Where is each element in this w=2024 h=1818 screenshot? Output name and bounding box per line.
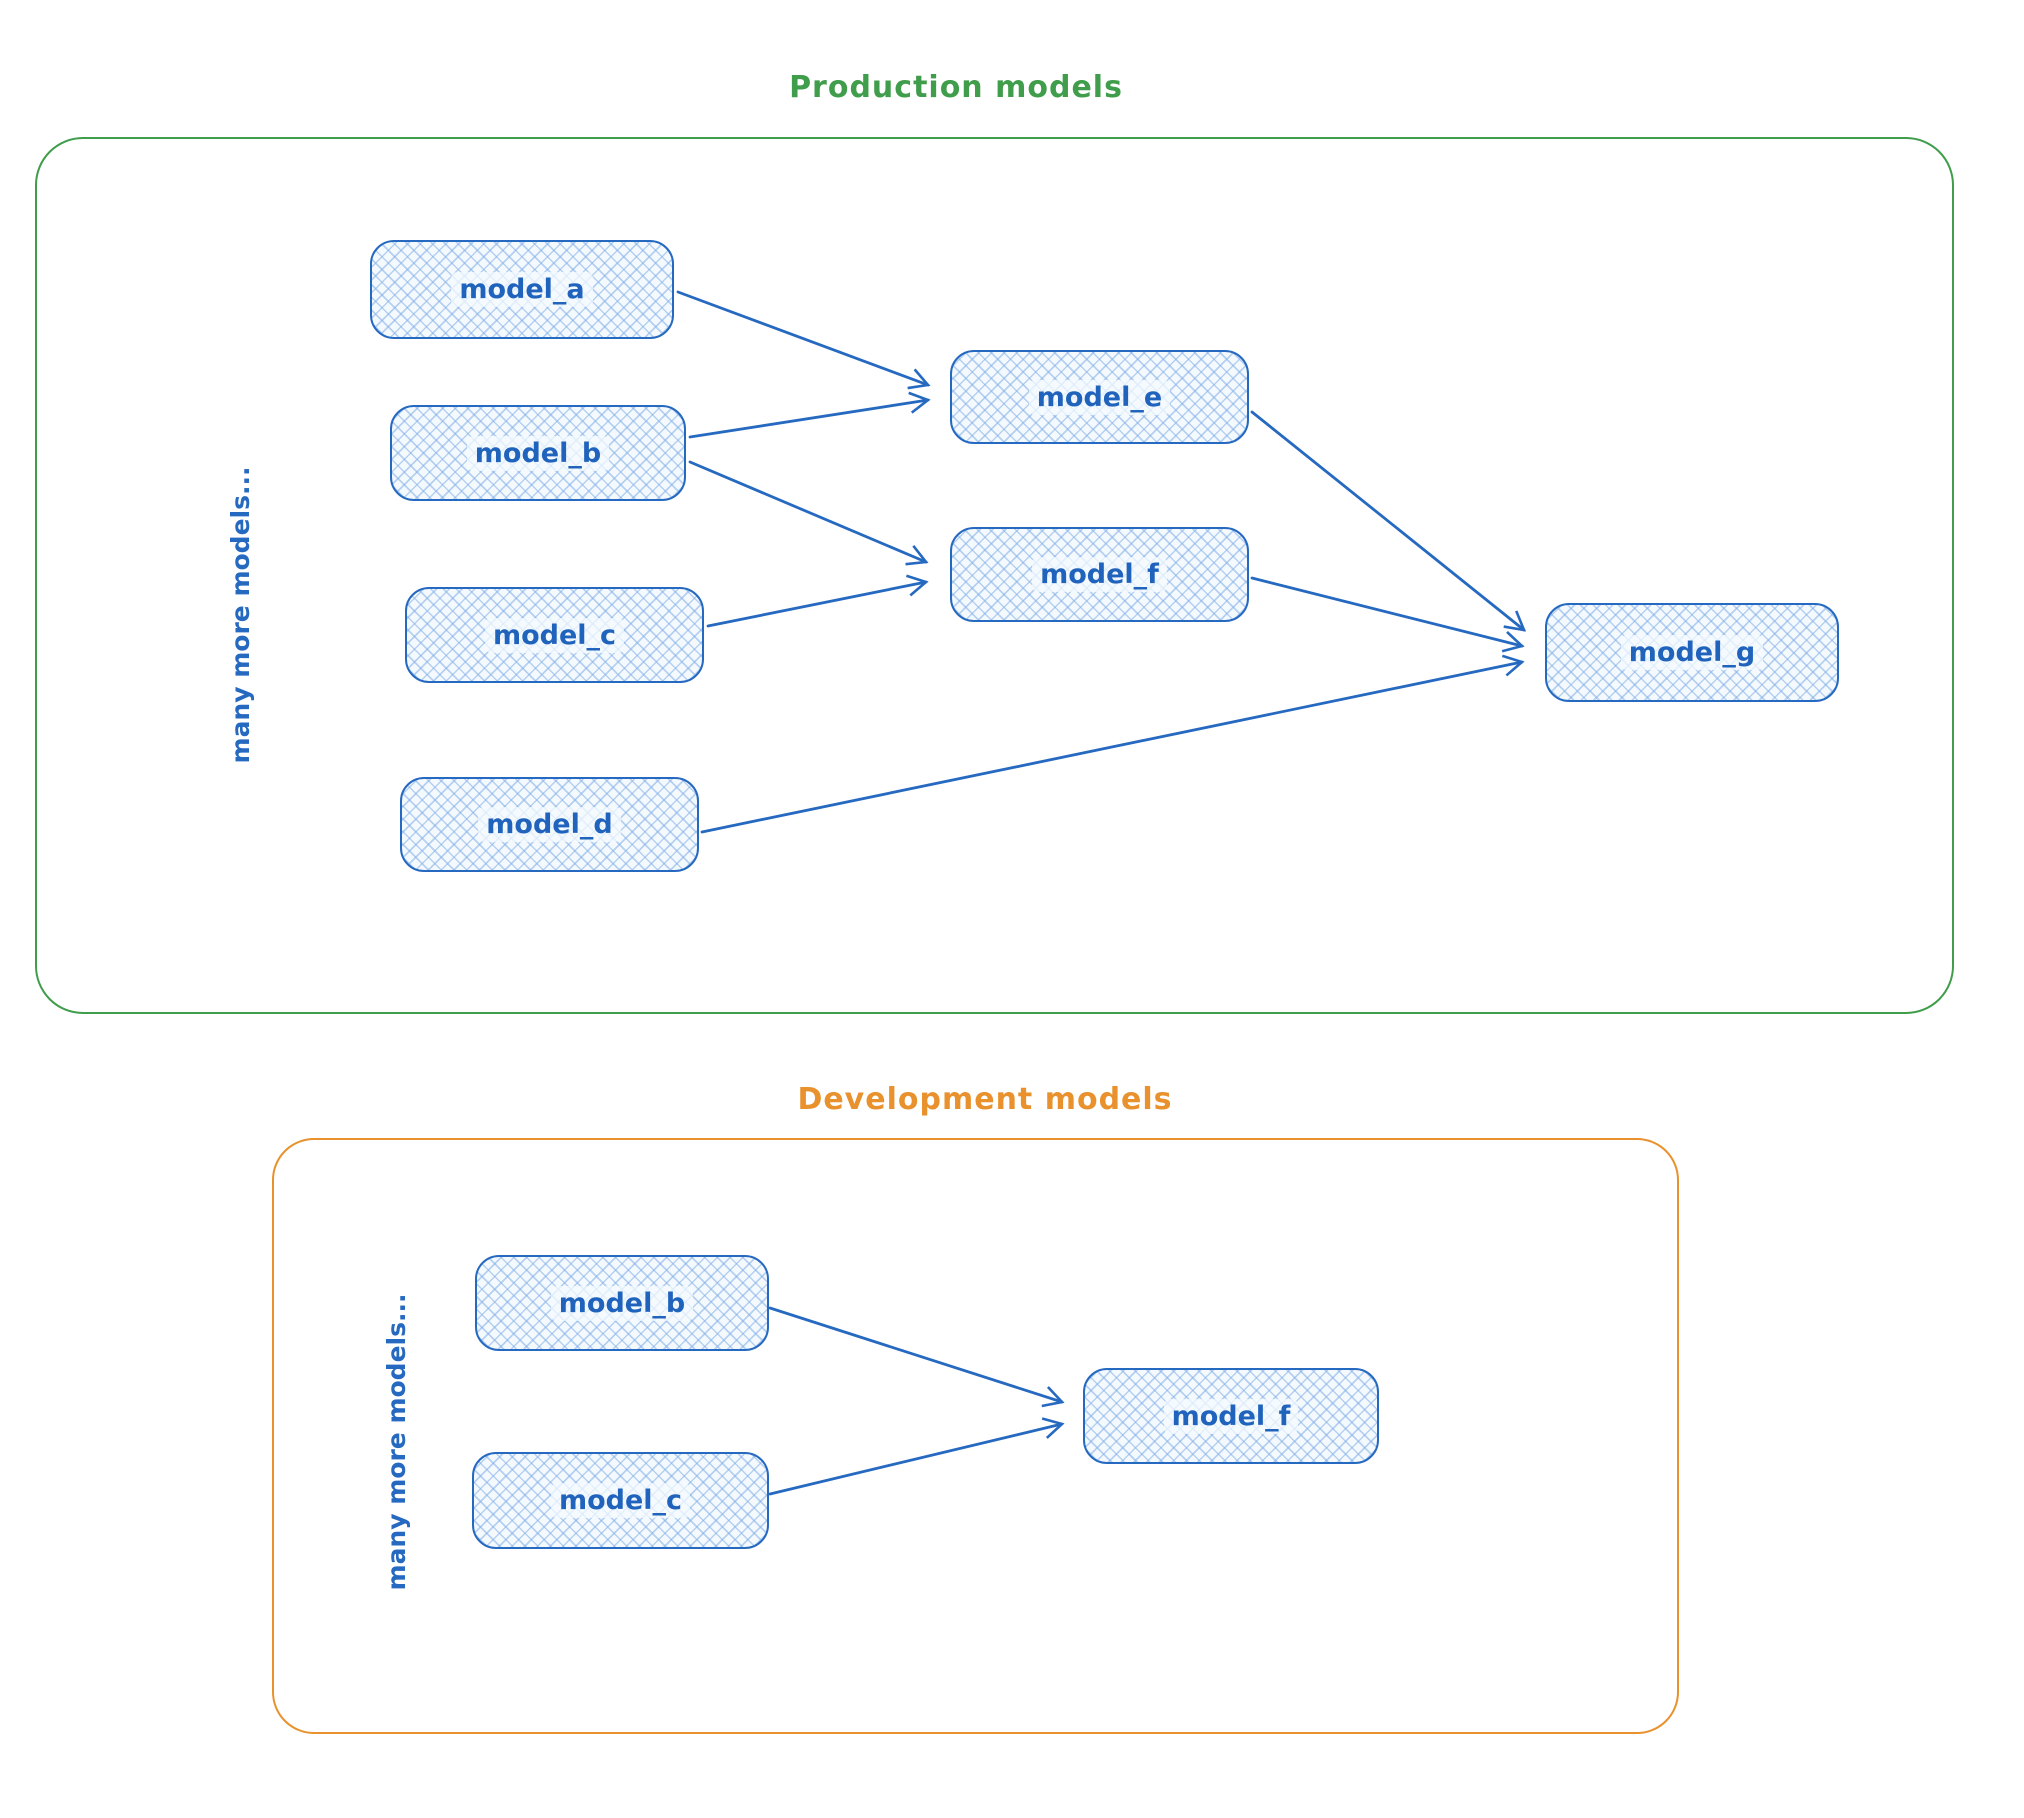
node-model-b-label: model_b (466, 435, 610, 471)
production-side-label: many more models... (226, 466, 255, 764)
node-model-c-label: model_c (484, 617, 625, 653)
node-model-f: model_f (950, 527, 1249, 622)
node-model-a: model_a (370, 240, 674, 339)
development-section-title: Development models (797, 1082, 1173, 1117)
node-dev-model-c-label: model_c (550, 1483, 691, 1518)
node-dev-model-b-label: model_b (550, 1285, 694, 1321)
node-model-d: model_d (400, 777, 699, 872)
node-model-g-label: model_g (1620, 635, 1764, 670)
node-model-g: model_g (1545, 603, 1839, 702)
development-side-label: many more models... (382, 1293, 411, 1591)
node-model-c: model_c (405, 587, 704, 683)
node-model-d-label: model_d (478, 807, 621, 842)
node-model-e: model_e (950, 350, 1249, 444)
node-model-a-label: model_a (451, 272, 593, 307)
node-model-f-label: model_f (1032, 557, 1167, 592)
node-dev-model-c: model_c (472, 1452, 769, 1549)
production-section-title: Production models (789, 70, 1123, 105)
development-container (272, 1138, 1679, 1734)
node-model-e-label: model_e (1028, 379, 1171, 415)
production-container (35, 137, 1954, 1014)
node-dev-model-f: model_f (1083, 1368, 1379, 1464)
node-dev-model-f-label: model_f (1163, 1398, 1299, 1434)
node-model-b: model_b (390, 405, 686, 501)
node-dev-model-b: model_b (475, 1255, 769, 1351)
